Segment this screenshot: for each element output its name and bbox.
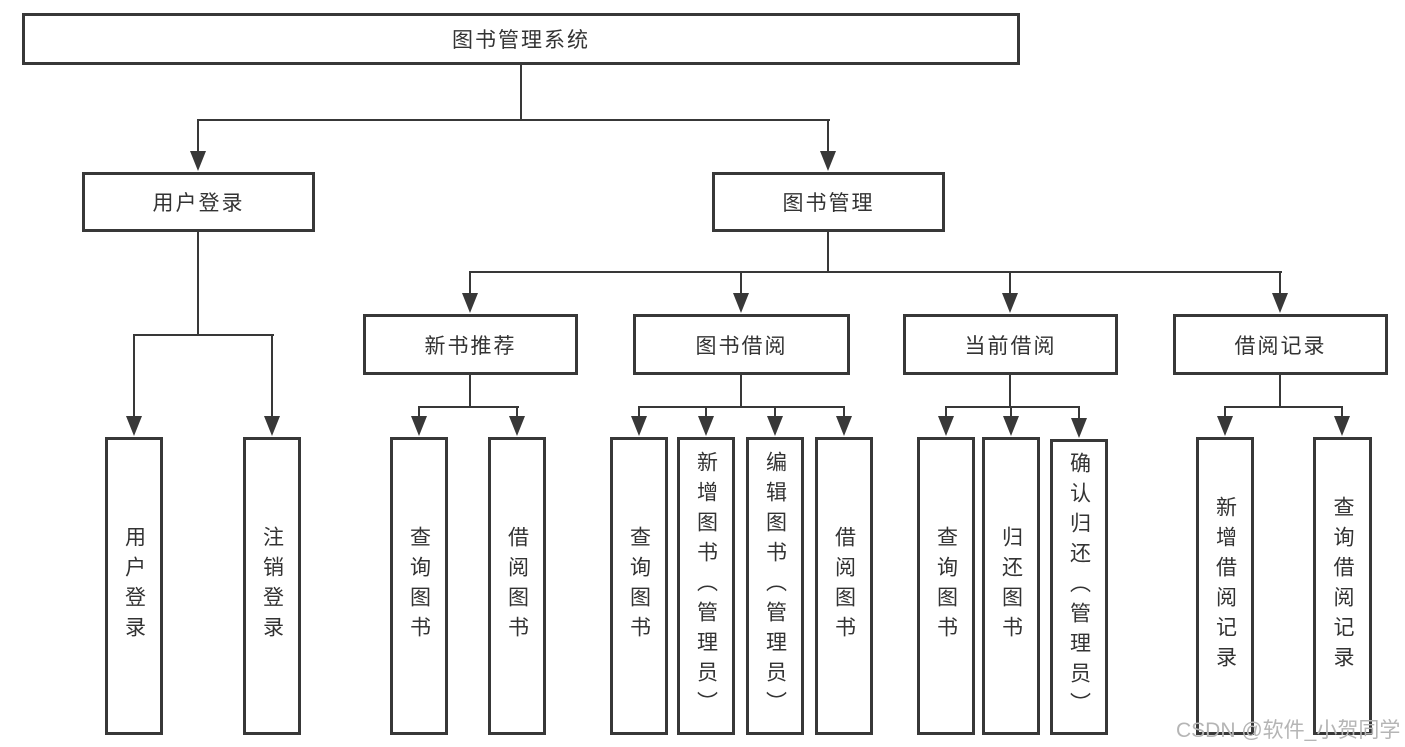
node-label: 查询图书 [934, 526, 958, 646]
arrowhead-icon [1002, 293, 1018, 313]
connector-line [1010, 406, 1012, 420]
connector-line [197, 119, 199, 153]
connector-line [1009, 375, 1011, 407]
connector-line [945, 406, 1080, 408]
arrowhead-icon [733, 293, 749, 313]
leaf-borrow-books-1: 借阅图书 [488, 437, 546, 735]
node-label: 图书管理系统 [452, 29, 590, 52]
connector-line [827, 232, 829, 272]
connector-line [638, 406, 845, 408]
arrowhead-icon [1272, 293, 1288, 313]
arrowhead-icon [1071, 418, 1087, 438]
node-label: 图书管理 [782, 192, 875, 215]
arrowhead-icon [509, 416, 525, 436]
connector-line [1341, 406, 1343, 420]
leaf-add-books-admin: 新增图书（管理员） [677, 437, 735, 735]
arrowhead-icon [820, 151, 836, 171]
node-label: 注销登录 [260, 526, 284, 646]
leaf-edit-books-admin: 编辑图书（管理员） [746, 437, 804, 735]
csdn-watermark: CSDN @软件_小贺同学 [1176, 719, 1401, 742]
connector-line [827, 119, 829, 153]
node-label: 当前借阅 [964, 334, 1057, 358]
leaf-query-books-2: 查询图书 [610, 437, 668, 735]
arrowhead-icon [126, 416, 142, 436]
leaf-confirm-return-admin: 确认归还（管理员） [1050, 439, 1108, 735]
node-label: 新书推荐 [424, 334, 517, 358]
node-label: 查询图书 [407, 526, 431, 646]
connector-line [469, 271, 471, 295]
arrowhead-icon [631, 416, 647, 436]
connector-line [418, 406, 420, 420]
connector-line [1279, 271, 1281, 295]
arrowhead-icon [462, 293, 478, 313]
connector-line [1279, 375, 1281, 407]
connector-line [469, 375, 471, 407]
leaf-borrow-books-2: 借阅图书 [815, 437, 873, 735]
node-label: 用户登录 [152, 192, 245, 215]
connector-line [516, 406, 518, 420]
node-label: 借阅图书 [505, 526, 529, 646]
connector-line [843, 406, 845, 420]
leaf-query-books-1: 查询图书 [390, 437, 448, 735]
connector-line [740, 271, 742, 295]
connector-line [1224, 406, 1226, 420]
connector-line [705, 406, 707, 420]
node-label: 查询图书 [627, 526, 651, 646]
leaf-query-books-3: 查询图书 [917, 437, 975, 735]
arrowhead-icon [1217, 416, 1233, 436]
arrowhead-icon [1334, 416, 1350, 436]
connector-line [945, 406, 947, 420]
connector-line [740, 375, 742, 407]
arrowhead-icon [938, 416, 954, 436]
connector-line [197, 232, 199, 335]
connector-line [1078, 406, 1080, 420]
node-current-borrowing: 当前借阅 [903, 314, 1118, 375]
connector-line [271, 334, 273, 418]
arrowhead-icon [698, 416, 714, 436]
node-borrowing-records: 借阅记录 [1173, 314, 1388, 375]
leaf-return-books: 归还图书 [982, 437, 1040, 735]
arrowhead-icon [767, 416, 783, 436]
arrowhead-icon [264, 416, 280, 436]
node-label: 查询借阅记录 [1331, 496, 1354, 676]
node-label: 借阅记录 [1234, 334, 1327, 358]
leaf-add-borrow-record: 新增借阅记录 [1196, 437, 1254, 735]
node-book-management-system: 图书管理系统 [22, 13, 1020, 65]
connector-line [638, 406, 640, 420]
connector-line [197, 119, 830, 121]
node-label: 新增图书（管理员） [694, 451, 718, 721]
node-user-login: 用户登录 [82, 172, 315, 232]
leaf-query-borrow-record: 查询借阅记录 [1313, 437, 1372, 735]
node-label: 用户登录 [122, 526, 146, 646]
arrowhead-icon [836, 416, 852, 436]
node-new-book-recommend: 新书推荐 [363, 314, 578, 375]
arrowhead-icon [190, 151, 206, 171]
connector-line [520, 65, 522, 120]
node-book-management: 图书管理 [712, 172, 945, 232]
leaf-user-login: 用户登录 [105, 437, 163, 735]
connector-line [1224, 406, 1343, 408]
node-label: 图书借阅 [695, 334, 788, 358]
connector-line [418, 406, 519, 408]
leaf-logout: 注销登录 [243, 437, 301, 735]
connector-line [133, 334, 135, 418]
arrowhead-icon [1003, 416, 1019, 436]
connector-line [469, 271, 1282, 273]
node-label: 借阅图书 [832, 526, 856, 646]
node-label: 确认归还（管理员） [1067, 452, 1091, 722]
node-book-borrowing: 图书借阅 [633, 314, 850, 375]
node-label: 归还图书 [999, 526, 1023, 646]
arrowhead-icon [411, 416, 427, 436]
connector-line [1009, 271, 1011, 295]
node-label: 编辑图书（管理员） [763, 451, 787, 721]
connector-line [133, 334, 274, 336]
node-label: 新增借阅记录 [1213, 496, 1237, 676]
connector-line [774, 406, 776, 420]
